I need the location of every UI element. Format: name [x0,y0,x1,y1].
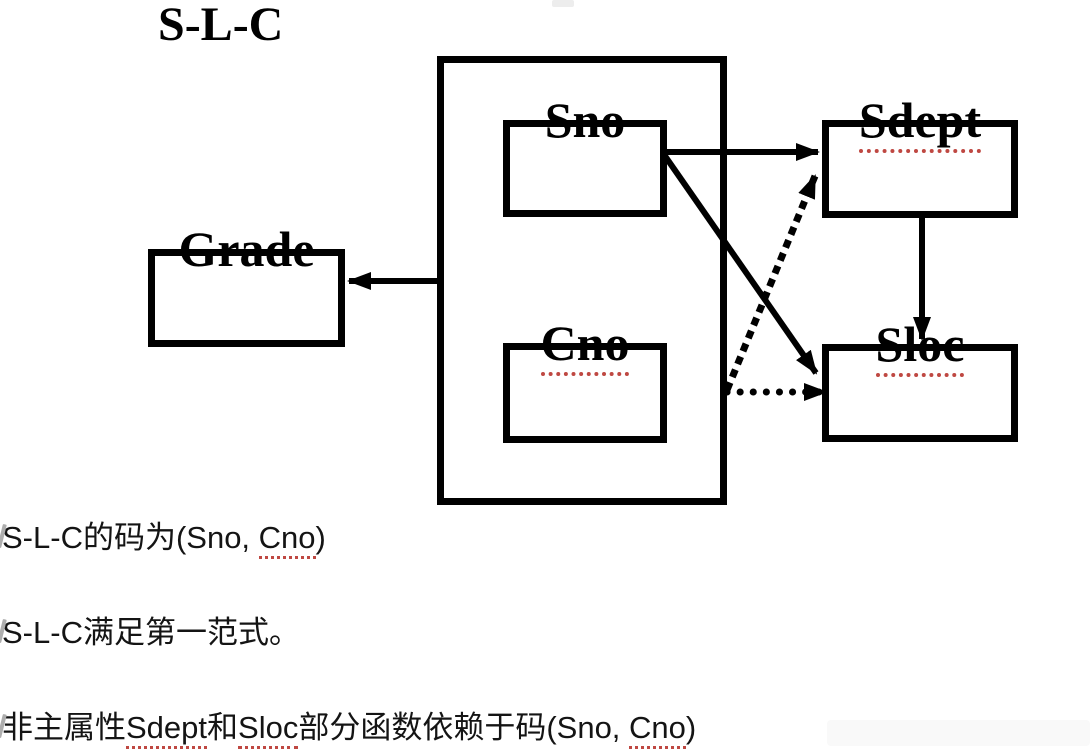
note-line-1: S-L-C的码为(Sno, Cno) [0,518,326,559]
cropped-glyph-artifact [552,0,574,7]
node-sdept-box [822,120,1018,218]
underlined-attribute-name: Cno [540,315,630,376]
underlined-attribute-name: Sdept [858,92,982,153]
underlined-term: Cno [629,710,686,749]
node-sno-box [503,120,667,217]
note-text: 非主属性 [2,710,126,745]
watermark-artifact [827,720,1090,746]
note-text: ) [685,710,697,745]
note-text: 部分函数依赖于码(Sno, [298,710,630,745]
node-sno-label: Sno [483,95,687,145]
node-cno-box [503,343,667,443]
note-text: 和 [207,710,239,745]
relation-title: S-L-C [158,0,284,51]
node-cno-label: Cno [483,315,687,376]
edge-sno-cno-to-sdept-arrow [723,174,819,392]
node-sdept-label: Sdept [802,92,1038,153]
edge-sno-to-sloc-arrow [662,154,819,375]
attribute-name: Sno [544,92,626,148]
underlined-term: Sdept [126,710,208,749]
node-grade-box [148,249,345,347]
note-text: S-L-C满足第一范式。 [2,615,300,650]
outer-relation-box [437,56,727,505]
note-line-3: 非主属性Sdept和Sloc部分函数依赖于码(Sno, Cno) [0,708,697,749]
underlined-term: Cno [258,520,316,559]
node-grade-label: Grade [128,224,365,274]
attribute-name: Grade [178,221,315,277]
underlined-attribute-name: Sloc [875,316,965,377]
note-line-2: S-L-C满足第一范式。 [0,613,300,653]
note-text: S-L-C的码为(Sno, [2,520,259,555]
note-text: ) [315,520,326,555]
underlined-term: Sloc [238,710,299,749]
node-sloc-label: Sloc [802,316,1038,377]
